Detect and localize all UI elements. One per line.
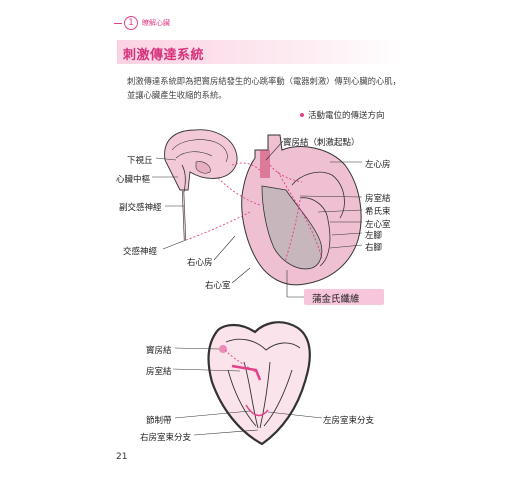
section-title: 刺激傳達系統 <box>123 48 205 63</box>
section-banner: 刺激傳達系統 <box>117 40 402 64</box>
label-left-leg: 左腳 <box>365 231 383 241</box>
label-sympathetic: 交感神經 <box>123 247 158 257</box>
nerve-path-3 <box>185 211 251 241</box>
label-his-bundle: 希氏束 <box>365 207 391 217</box>
label-moderator-band: 節制帶 <box>146 416 172 426</box>
label-right-atrium: 右心房 <box>187 258 213 268</box>
brain-illustration <box>164 129 238 241</box>
legend-label: 活動電位的傳送方向 <box>308 111 385 121</box>
page-number: 21 <box>116 452 128 462</box>
label-sa-node-origin: 竇房結（刺激起點） <box>283 138 360 148</box>
label-hypothalamus: 下視丘 <box>127 156 153 166</box>
intro-paragraph: 刺激傳達系統即為把竇房結發生的心跳率動（電器刺激）傳到心臟的心肌，並讓心臟產生收… <box>127 76 401 100</box>
purkinje-label-box: 蒲金氏纖維 <box>304 289 384 305</box>
label-right-leg: 右腳 <box>365 243 383 253</box>
legend-dot <box>300 113 304 117</box>
label-av-node: 房室結 <box>365 194 391 204</box>
heart-illustration-2 <box>207 321 311 446</box>
chapter-rule <box>114 23 122 24</box>
label-left-ventricle: 左心室 <box>365 220 391 230</box>
chapter-header: 1 瞭解心臟 <box>124 16 170 30</box>
heart-illustration-1 <box>241 134 362 286</box>
label-sa-node: 竇房結 <box>146 346 172 356</box>
label-av-node-2: 房室結 <box>146 367 172 377</box>
leader-lines-2 <box>172 347 323 436</box>
label-left-atrium: 左心房 <box>365 160 391 170</box>
nerve-path-1 <box>231 162 263 173</box>
chapter-title: 瞭解心臟 <box>142 19 170 27</box>
label-right-bundle-branch: 右房室束分支 <box>140 433 192 443</box>
nerve-path-2 <box>217 177 261 206</box>
legend: 活動電位的傳送方向 <box>300 109 385 121</box>
label-purkinje: 蒲金氏纖維 <box>312 294 360 305</box>
leader-lines-1 <box>152 140 363 298</box>
label-parasympathetic: 副交感神經 <box>119 203 162 213</box>
chapter-number: 1 <box>124 16 138 30</box>
label-right-ventricle: 右心室 <box>205 281 231 291</box>
label-left-bundle-branch: 左房室束分支 <box>323 416 375 426</box>
label-cardiac-center: 心臟中樞 <box>116 175 151 185</box>
